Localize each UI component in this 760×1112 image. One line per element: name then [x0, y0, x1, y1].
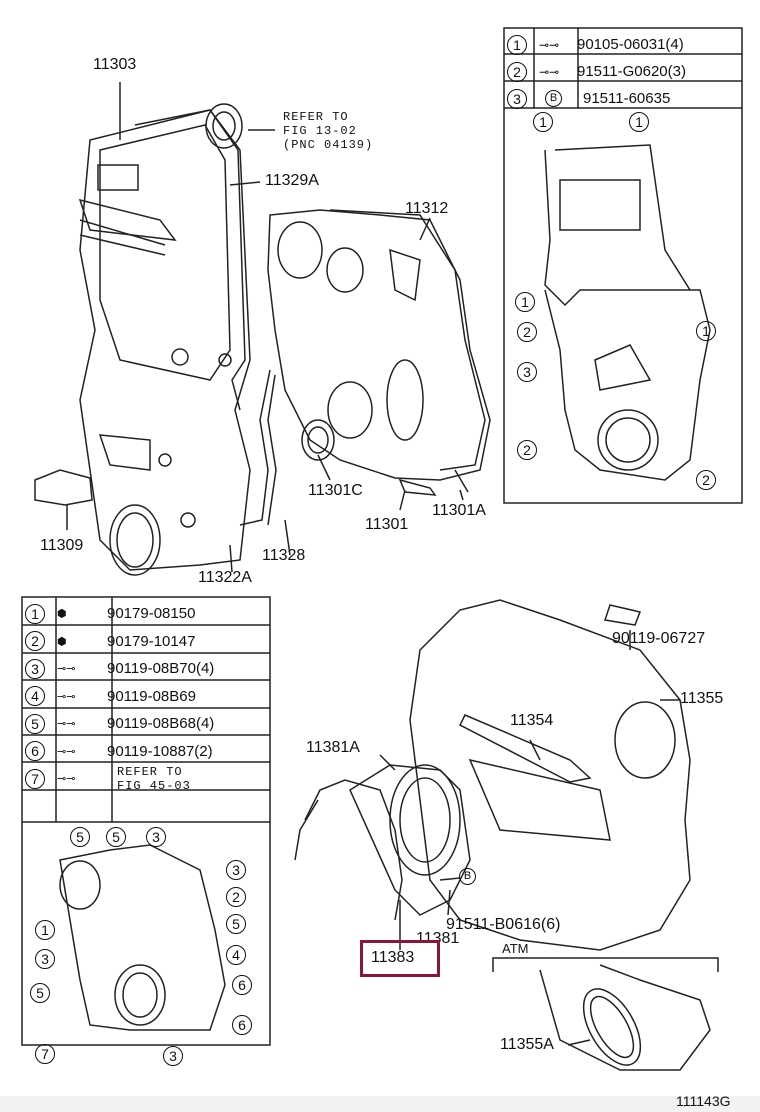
callout-11329A[interactable]: 11329A — [265, 172, 319, 189]
legend-part-1[interactable]: 90179-08150 — [107, 605, 196, 623]
inset-marker: 6 — [232, 975, 252, 995]
top-legend-row-1: 1 ⊸⊸ 90105-06031(4) — [507, 31, 686, 58]
callout-91511-B0616[interactable]: 91511-B0616(6) — [446, 916, 561, 933]
figure-id: 111143G — [676, 1093, 731, 1109]
inset-marker: 1 — [533, 112, 553, 132]
inset-marker: 3 — [35, 949, 55, 969]
bolt-icon: ⊸⊸ — [539, 64, 560, 79]
callout-11303[interactable]: 11303 — [93, 56, 137, 73]
callout-11309[interactable]: 11309 — [40, 537, 84, 554]
inset-marker: 5 — [70, 827, 90, 847]
inset-marker: 2 — [517, 440, 537, 460]
inset-marker: 1 — [696, 321, 716, 341]
inset-marker: 3 — [146, 827, 166, 847]
legend-marker-2: 2 — [25, 631, 45, 652]
footer-bar — [0, 1096, 760, 1112]
top-legend-row-2: 2 ⊸⊸ 91511-G0620(3) — [507, 58, 686, 85]
nut-icon: ⬢ — [57, 608, 67, 621]
inset-marker: 3 — [517, 362, 537, 382]
refer-note-line3: (PNC 04139) — [283, 138, 374, 152]
legend-part-3[interactable]: 91511-60635 — [583, 90, 671, 107]
nut-icon: ⬢ — [57, 635, 67, 648]
legend-refer-line1: REFER TO — [117, 764, 183, 779]
legend-marker-1: 1 — [507, 34, 527, 55]
cover-plate-outline — [267, 209, 491, 481]
top-legend: 1 ⊸⊸ 90105-06031(4) 2 ⊸⊸ 91511-G0620(3) … — [507, 31, 686, 112]
callout-11328[interactable]: 11328 — [262, 547, 306, 564]
timing-cover-outline — [79, 109, 251, 571]
inset-marker: 5 — [226, 914, 246, 934]
inset-marker: 3 — [163, 1046, 183, 1066]
legend-marker-4: 4 — [25, 686, 45, 707]
callout-11355[interactable]: 11355 — [680, 690, 724, 707]
callout-11301[interactable]: 11301 — [365, 516, 409, 533]
inset-marker: 5 — [106, 827, 126, 847]
legend-part-3[interactable]: 90119-08B70(4) — [107, 660, 215, 678]
legend-part-5[interactable]: 90119-08B68(4) — [107, 715, 215, 733]
inset-marker: 7 — [35, 1044, 55, 1064]
legend-part-4[interactable]: 90119-08B69 — [107, 687, 196, 705]
legend-marker-1: 1 — [25, 603, 45, 624]
b-mark-icon: B — [545, 90, 562, 107]
legend-marker-3: 3 — [507, 88, 527, 109]
callout-11301A[interactable]: 11301A — [432, 502, 486, 519]
inset-marker: 6 — [232, 1015, 252, 1035]
inset-marker: 1 — [35, 920, 55, 940]
top-legend-row-3: 3 B 91511-60635 — [507, 85, 686, 112]
legend-part-2[interactable]: 91511-G0620(3) — [577, 63, 686, 80]
left-legend: 1 ⬢ 90179-08150 2 ⬢ 90179-10147 3 ⊸⊸ 90119-08B… — [25, 600, 214, 793]
callout-11312[interactable]: 11312 — [405, 200, 449, 217]
inset-marker: 5 — [30, 983, 50, 1003]
legend-marker-5: 5 — [25, 713, 45, 734]
inset-marker: 1 — [515, 292, 535, 312]
atm-label: ATM — [502, 941, 529, 956]
refer-note-line2: FIG 13-02 — [283, 124, 357, 138]
inset-marker: 2 — [696, 470, 716, 490]
inset-marker: 3 — [226, 860, 246, 880]
gasket-outline — [134, 109, 246, 411]
legend-marker-3: 3 — [25, 658, 45, 679]
legend-marker-7: 7 — [25, 768, 45, 789]
legend-marker-6: 6 — [25, 741, 45, 762]
highlight-box-11383[interactable]: 11383 — [360, 940, 440, 977]
legend-part-1[interactable]: 90105-06031(4) — [577, 36, 684, 53]
legend-part-6[interactable]: 90119-10887(2) — [107, 742, 213, 760]
rear-plate-outline — [409, 599, 691, 951]
inset-marker: 4 — [226, 945, 246, 965]
callout-11381A[interactable]: 11381A — [306, 739, 360, 756]
legend-marker-2: 2 — [507, 61, 527, 82]
bolt-icon: ⊸⊸ — [57, 663, 76, 676]
bolt-icon: ⊸⊸ — [57, 745, 76, 758]
b-mark-icon: B — [459, 868, 476, 885]
bolt-icon: ⊸⊸ — [57, 773, 76, 786]
callout-11322A[interactable]: 11322A — [198, 569, 252, 586]
callout-11383[interactable]: 11383 — [371, 949, 415, 966]
legend-part-2[interactable]: 90179-10147 — [107, 632, 196, 650]
callout-90119-06727[interactable]: 90119-06727 — [612, 630, 706, 647]
callout-11354[interactable]: 11354 — [510, 712, 554, 729]
inset-marker: 2 — [517, 322, 537, 342]
refer-note-line1: REFER TO — [283, 110, 349, 124]
legend-refer-line2: FIG 45-03 — [117, 778, 191, 793]
bolt-icon: ⊸⊸ — [57, 690, 76, 703]
inset-marker: 1 — [629, 112, 649, 132]
bolt-icon: ⊸⊸ — [57, 718, 76, 731]
callout-11355A[interactable]: 11355A — [500, 1036, 554, 1053]
inset-marker: 2 — [226, 887, 246, 907]
callout-11301C[interactable]: 11301C — [308, 482, 363, 499]
bolt-icon: ⊸⊸ — [539, 37, 560, 52]
